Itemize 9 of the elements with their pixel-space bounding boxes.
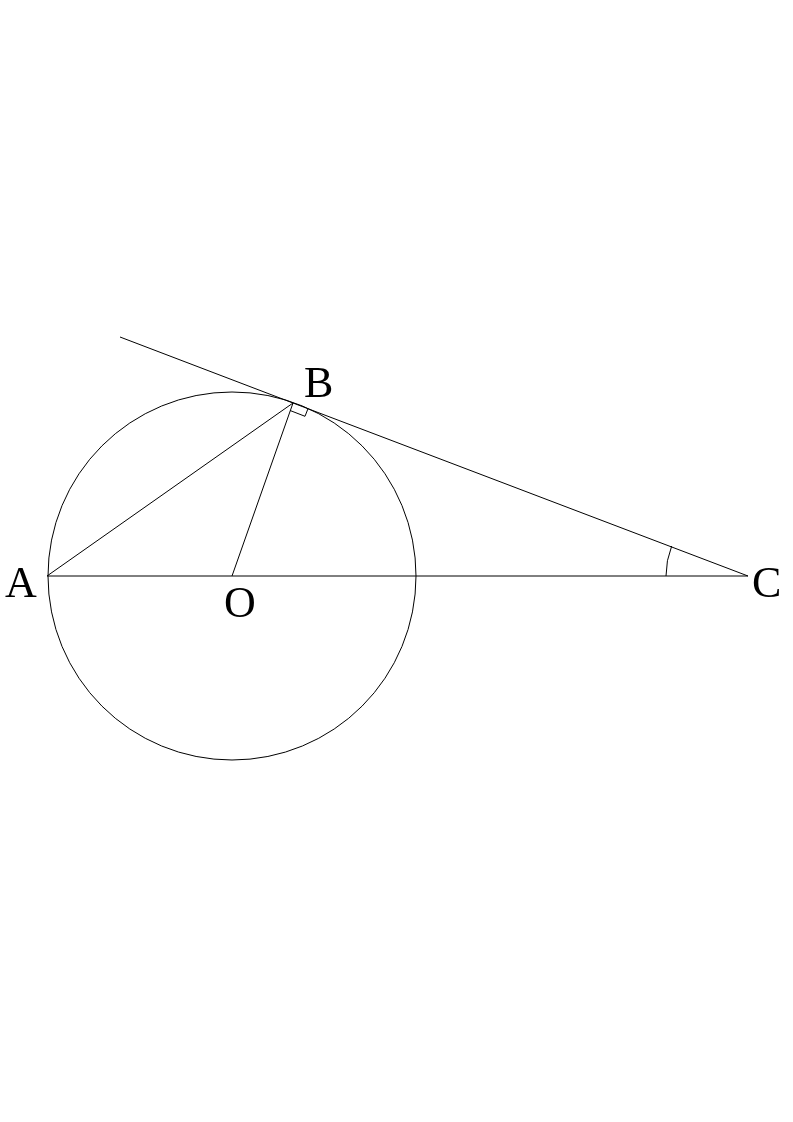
line-segment	[231, 402, 294, 577]
point-label: O	[224, 581, 256, 625]
line-segment	[292, 402, 749, 577]
line-segment	[46, 402, 294, 577]
point-label: A	[5, 561, 37, 605]
line-segment	[119, 336, 294, 404]
line-segment	[46, 575, 749, 577]
point-label: C	[752, 561, 782, 605]
point-label: B	[304, 361, 334, 405]
